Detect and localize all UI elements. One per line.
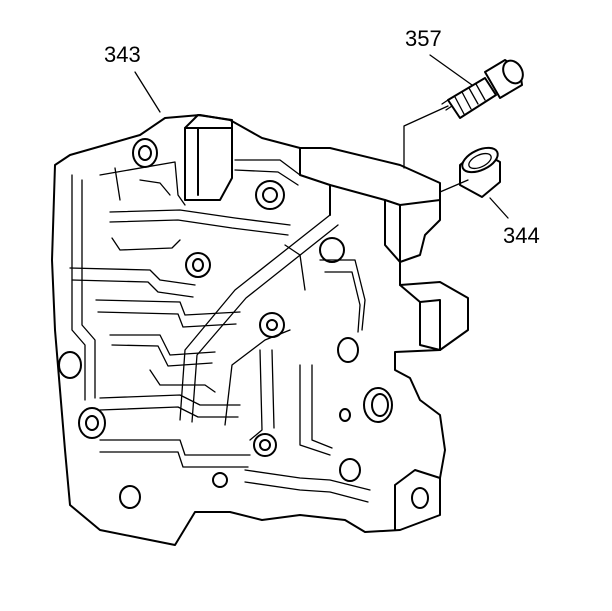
hole-lower-mid — [253, 433, 277, 457]
filter-357 — [441, 59, 524, 119]
leader-lines — [134, 54, 509, 219]
hole-right-bore — [363, 387, 393, 423]
hole-center — [185, 252, 211, 278]
right-ledge — [299, 147, 441, 206]
hole-bottom-mid — [212, 472, 228, 488]
hole-lower-left — [78, 407, 106, 439]
leader-344-b — [489, 197, 509, 219]
leader-343 — [134, 71, 161, 113]
hole-right — [337, 337, 359, 363]
filter-body — [447, 77, 497, 119]
leader-357-a — [429, 54, 473, 86]
bottom-boss — [394, 469, 441, 531]
hole-bottom-left — [119, 485, 141, 509]
hole-upper-mid — [255, 180, 285, 210]
leader-344-a — [439, 179, 469, 193]
hole-left — [58, 351, 82, 379]
leader-357-b — [403, 105, 449, 169]
side-bracket — [399, 284, 441, 351]
hole-bottom-right — [339, 458, 361, 482]
hole-center-right — [319, 237, 345, 263]
top-block — [184, 114, 233, 201]
callout-343: 343 — [104, 42, 141, 67]
seal-344 — [459, 146, 501, 198]
callout-357: 357 — [405, 26, 442, 51]
callout-344: 344 — [503, 223, 540, 248]
housing-343 — [51, 114, 469, 546]
fluid-channels — [69, 159, 371, 503]
